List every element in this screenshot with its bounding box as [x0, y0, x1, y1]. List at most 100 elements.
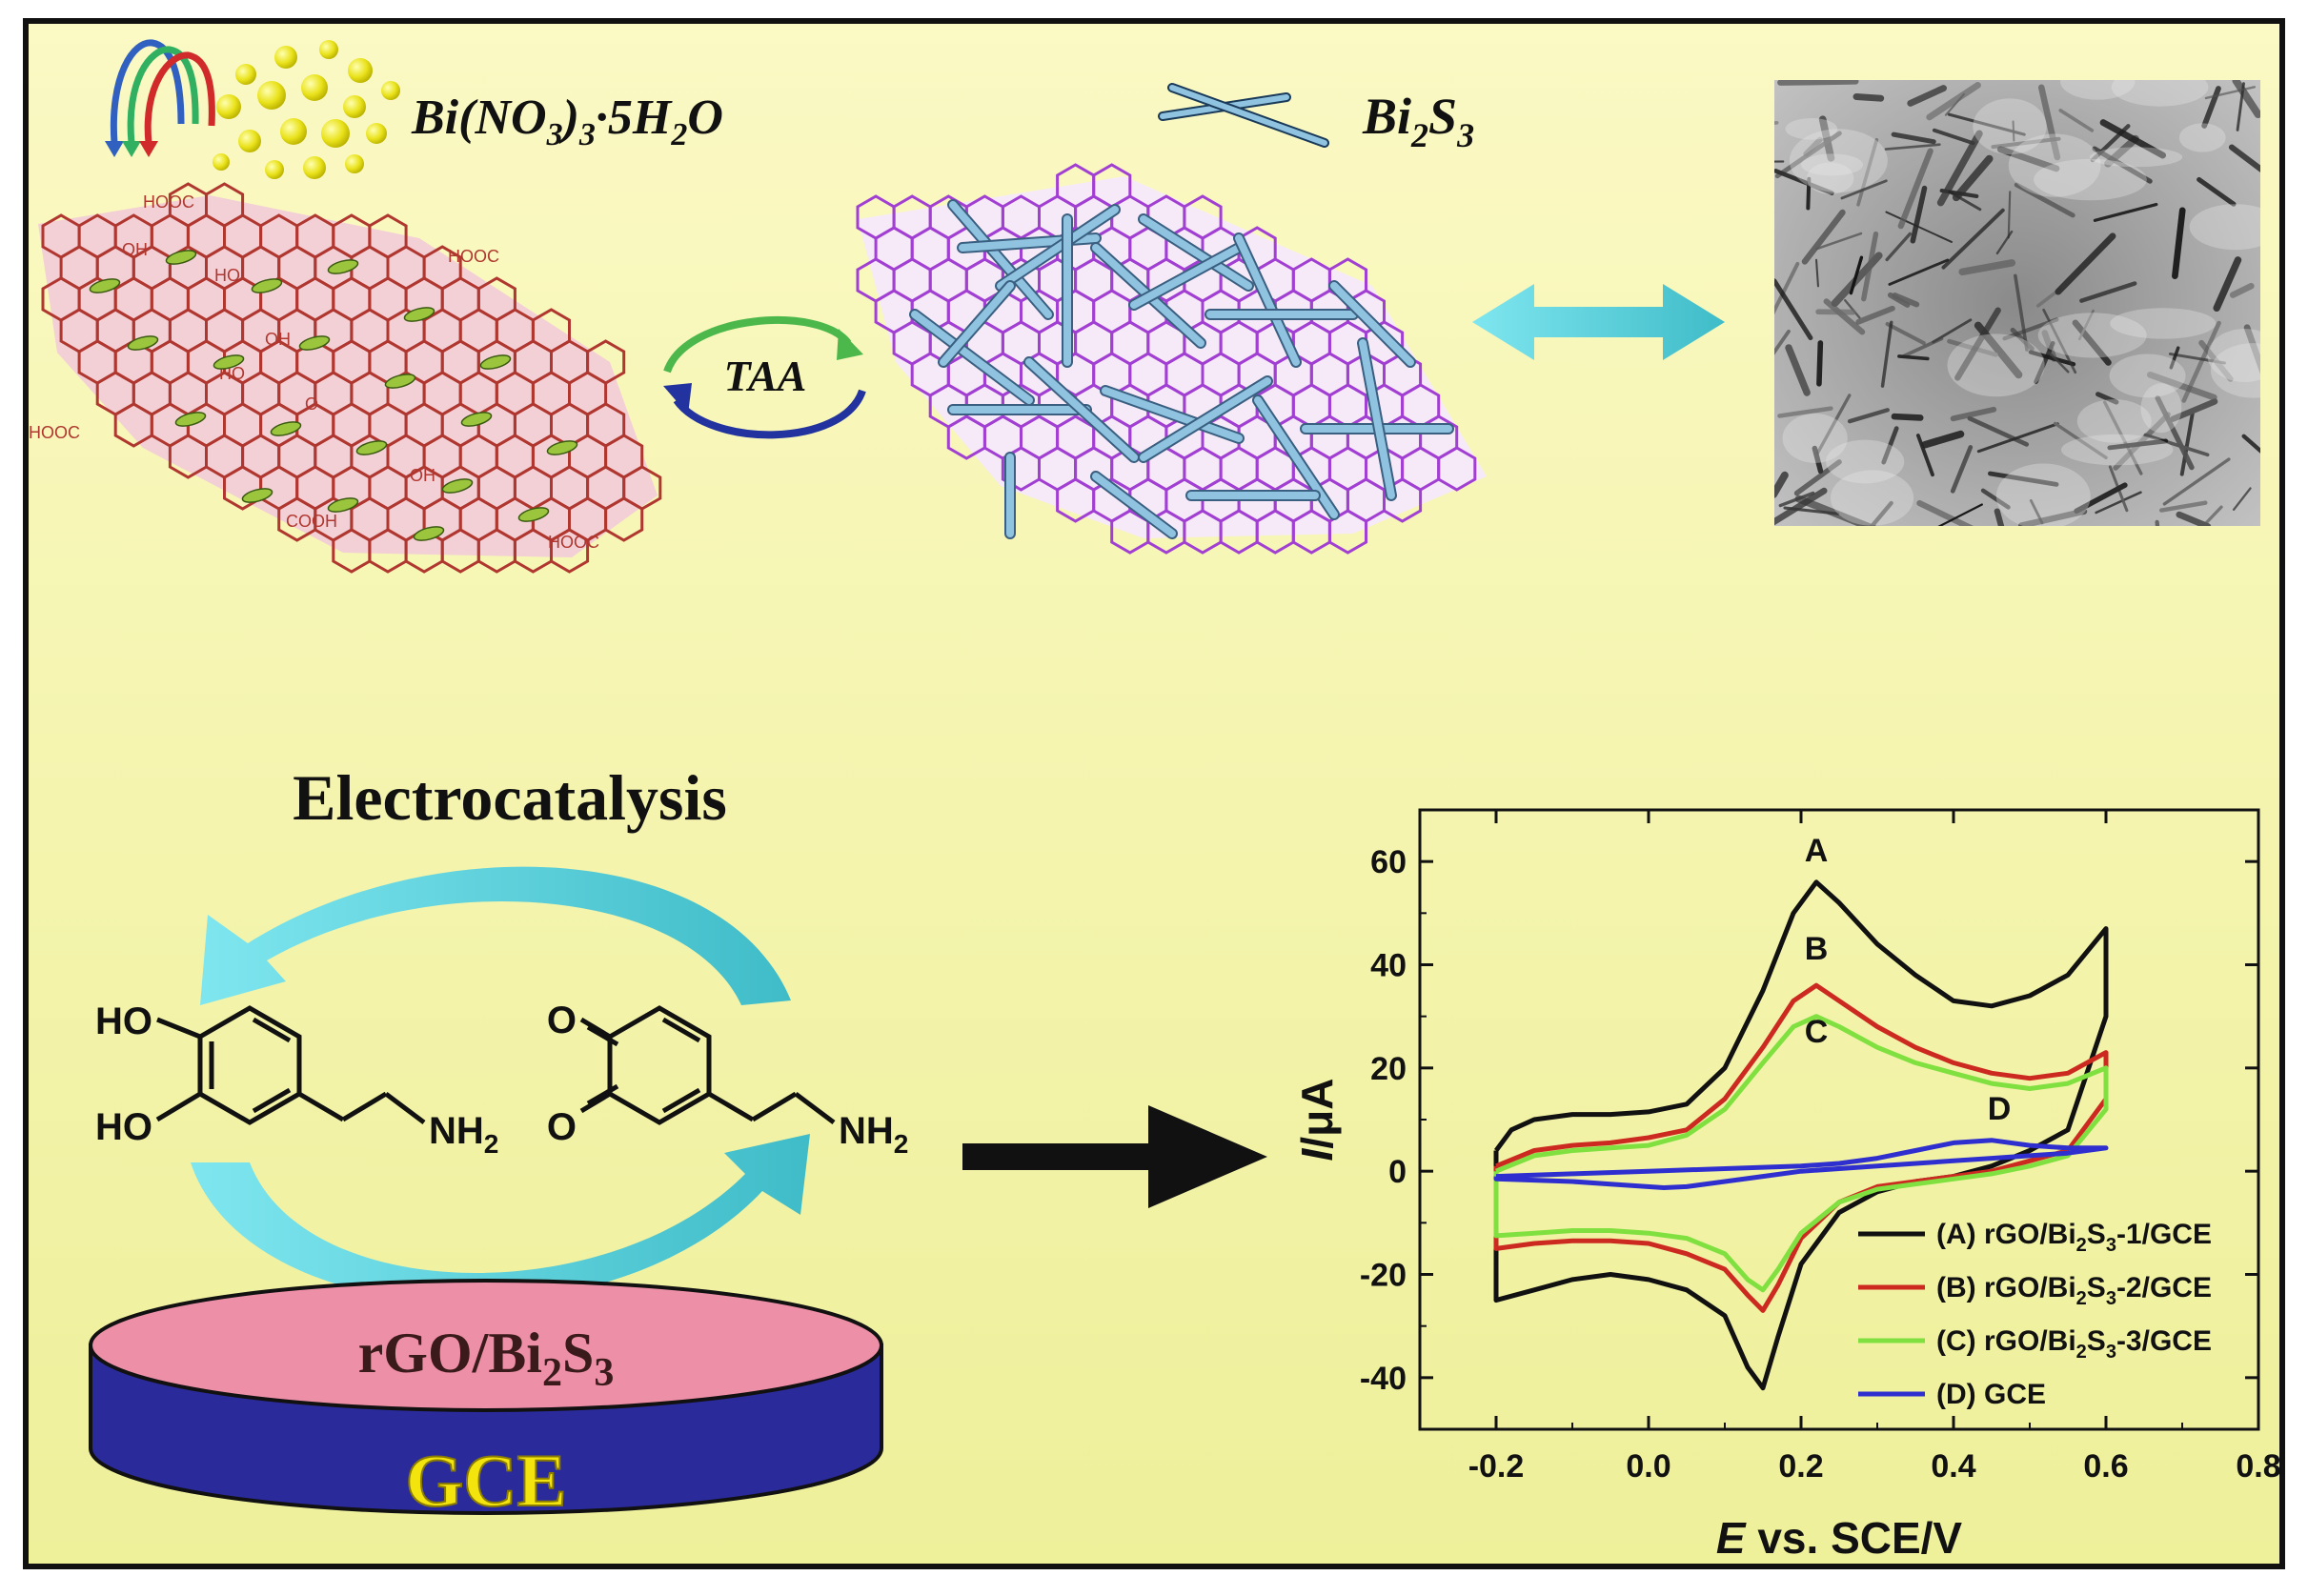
to-chart-arrow-icon: [962, 1105, 1267, 1208]
oxygen-group-flake: [298, 335, 331, 351]
tem-nanorod: [1774, 487, 1828, 526]
tem-nanorod: [1844, 299, 1861, 319]
reflux-arrows-icon: [105, 39, 215, 157]
tem-nanorod: [1926, 82, 1981, 121]
oxygen-group-flake: [165, 250, 197, 265]
bismuth-ball: [366, 123, 387, 144]
tem-nanorod: [1885, 211, 1953, 243]
tem-nanorod: [1921, 430, 1965, 449]
oxygen-group-flake: [384, 374, 416, 389]
tem-sheet: [2210, 343, 2260, 398]
functional-group-label: O: [305, 394, 318, 414]
tem-nanorod: [1823, 298, 1866, 335]
oxygen-group-flake: [517, 507, 550, 522]
cv-curve-b: [1493, 982, 2109, 1313]
cycle-arrowhead-top: [837, 329, 863, 360]
bi2s3-label: Bi2S3: [1362, 88, 1474, 154]
bi2s3-rod: [1140, 377, 1271, 461]
taa-cycle: TAA: [663, 316, 866, 439]
tem-nanorod: [2170, 398, 2218, 422]
tem-nanorod: [2058, 109, 2095, 132]
tem-nanorod: [1861, 231, 1879, 302]
tem-sheet: [1826, 439, 1905, 484]
tem-nanorod: [2162, 457, 2231, 506]
tem-nanorod: [1915, 434, 1934, 477]
tem-nanorod: [1996, 146, 2060, 172]
x-tick-label: -0.2: [1468, 1448, 1525, 1485]
tem-nanorod: [2213, 256, 2242, 313]
tem-nanorod: [1885, 321, 1926, 346]
catalysis-arrow-top: [200, 866, 791, 1005]
bismuth-ball: [238, 130, 261, 152]
tem-nanorod: [2092, 146, 2153, 184]
tem-nanorod: [1910, 185, 1928, 244]
oxygen-group-flake: [270, 421, 302, 436]
oxygen-group-flake: [403, 307, 435, 322]
functional-group-label: HOOC: [29, 423, 80, 442]
legend-entry: (C) rGO/Bi2S3-3/GCE: [1936, 1325, 2212, 1363]
bi2s3-rod: [1025, 358, 1138, 461]
bi2s3-rod: [949, 201, 1052, 318]
legend-entry: (A) rGO/Bi2S3-1/GCE: [1936, 1219, 2212, 1256]
tem-nanorod: [2202, 505, 2223, 526]
tem-nanorod: [1847, 408, 1890, 424]
tem-nanorod: [1869, 500, 1893, 526]
tem-nanorod: [2055, 232, 2116, 295]
functional-group-label: HOOC: [143, 192, 194, 212]
functional-group-label: HOOC: [548, 533, 599, 552]
dopamine-ho-top: HO: [95, 1000, 152, 1042]
y-tick-label: 40: [1370, 948, 1407, 984]
x-tick-label: 0.4: [1931, 1448, 1975, 1485]
bismuth-ball: [257, 81, 286, 110]
tem-nanorod: [1952, 154, 1994, 202]
tem-sheet: [2037, 313, 2147, 358]
bi2s3-rod: [940, 282, 1014, 366]
tem-nanorod: [2168, 353, 2226, 365]
tem-nanorod: [2037, 84, 2061, 161]
tem-nanorod: [1932, 128, 1975, 146]
quinone-nh2: NH2: [839, 1110, 908, 1159]
tem-nanorod: [2113, 412, 2171, 471]
tem-nanorod: [2228, 144, 2260, 173]
legend-entry: (D) GCE: [1936, 1379, 2046, 1410]
curve-label: B: [1805, 931, 1829, 967]
tem-nanorod: [1916, 499, 1974, 526]
tem-nanorod: [1991, 136, 2061, 150]
tem-nanorod: [1815, 232, 1863, 251]
tem-nanorod: [2017, 508, 2088, 526]
tem-nanorod: [2002, 317, 2059, 341]
x-tick-label: 0.2: [1778, 1448, 1823, 1485]
oxygen-group-flake: [413, 526, 445, 541]
oxygen-group-flake: [479, 354, 512, 370]
bismuth-ball: [319, 40, 338, 59]
tem-sheet: [2060, 80, 2136, 100]
tem-nanorod: [2048, 351, 2070, 374]
tem-nanorod: [1855, 305, 1895, 325]
x-axis-label: E vs. SCE/V: [1716, 1513, 1963, 1563]
tem-nanorod: [1815, 258, 1819, 288]
oxygen-group-flake: [327, 497, 359, 513]
cycle-arrow-top: [663, 316, 852, 374]
y-tick-label: -20: [1360, 1258, 1407, 1294]
tem-nanorod: [2172, 207, 2186, 279]
tem-nanorod: [2158, 500, 2208, 513]
y-tick-label: 0: [1388, 1154, 1407, 1190]
bismuth-ball: [348, 58, 373, 83]
double-arrow-icon: [1472, 284, 1725, 360]
tem-sheet: [1995, 463, 2091, 526]
bi2s3-rod: [1359, 339, 1395, 499]
x-tick-label: 0.8: [2236, 1448, 2280, 1485]
oxygen-group-flake: [213, 354, 245, 370]
tem-nanorod: [1937, 503, 1983, 526]
tem-nanorod: [2014, 273, 2029, 352]
bismuth-ball: [213, 153, 230, 171]
tem-nanorod: [2028, 350, 2076, 367]
bismuth-ball: [301, 74, 328, 101]
taa-label: TAA: [724, 352, 807, 400]
y-axis-label: I/μA: [1292, 1079, 1342, 1162]
tem-nanorod: [1907, 85, 1947, 107]
oxygen-group-flake: [546, 440, 578, 455]
glassy-carbon-electrode: [89, 1279, 883, 1515]
tem-nanorod: [1967, 415, 2030, 447]
